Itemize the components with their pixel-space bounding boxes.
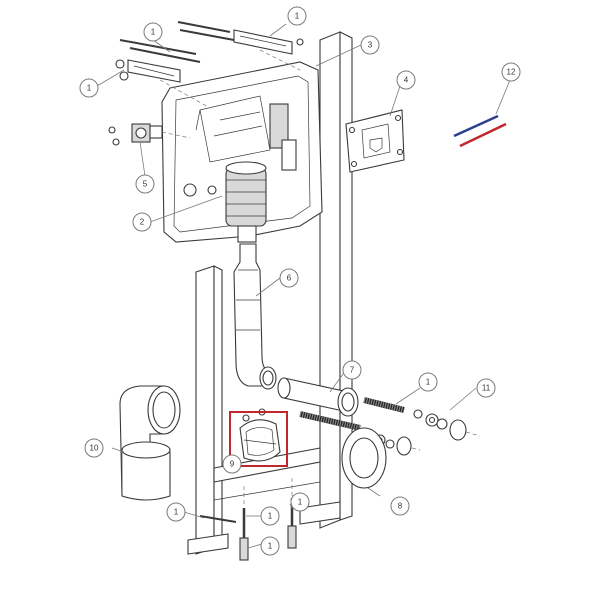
- wc-drain-elbow: [119, 385, 181, 501]
- threaded-rods: [299, 397, 405, 431]
- svg-text:1: 1: [295, 12, 300, 21]
- top-wall-brackets: [115, 21, 304, 109]
- angle-valve: [108, 123, 191, 146]
- callout-c1c: 1: [287, 6, 307, 26]
- callout-c2: 2: [132, 212, 152, 232]
- callout-c3: 3: [360, 35, 380, 55]
- svg-text:8: 8: [398, 502, 403, 511]
- flush-pipe: [233, 243, 277, 390]
- svg-text:7: 7: [350, 366, 355, 375]
- svg-text:12: 12: [507, 68, 516, 77]
- leader-lines: [96, 23, 511, 549]
- connection-pipe: [277, 377, 359, 417]
- actuator-mounting-plate: [345, 109, 405, 173]
- callout-c9: 9: [222, 454, 242, 474]
- callout-c8: 8: [390, 496, 410, 516]
- svg-text:9: 9: [230, 460, 235, 469]
- callout-c1g: 1: [290, 492, 310, 512]
- highlighted-support-bracket: [229, 408, 288, 467]
- svg-text:3: 3: [368, 41, 373, 50]
- callout-c6: 6: [279, 268, 299, 288]
- svg-text:1: 1: [174, 508, 179, 517]
- svg-text:1: 1: [426, 378, 431, 387]
- callout-c4: 4: [396, 70, 416, 90]
- callout-c1d: 1: [418, 372, 438, 392]
- svg-text:4: 4: [404, 76, 409, 85]
- callout-c1a: 1: [143, 22, 163, 42]
- svg-text:1: 1: [268, 512, 273, 521]
- callout-c12: 12: [501, 62, 521, 82]
- callout-c10: 10: [84, 438, 104, 458]
- cistern-tank: [161, 61, 323, 243]
- callout-c1h: 1: [260, 536, 280, 556]
- svg-text:1: 1: [151, 28, 156, 37]
- svg-text:11: 11: [482, 384, 491, 393]
- callout-c11: 11: [476, 378, 496, 398]
- supply-pipe-markers: [453, 114, 507, 148]
- svg-text:5: 5: [143, 180, 148, 189]
- svg-text:6: 6: [287, 274, 292, 283]
- svg-text:10: 10: [90, 444, 99, 453]
- svg-text:1: 1: [268, 542, 273, 551]
- svg-text:1: 1: [87, 84, 92, 93]
- callout-c1f: 1: [260, 506, 280, 526]
- svg-text:1: 1: [298, 498, 303, 507]
- svg-text:2: 2: [140, 218, 145, 227]
- nuts-and-caps: [363, 409, 481, 456]
- mounting-ring: [341, 427, 387, 489]
- callout-c5: 5: [135, 174, 155, 194]
- callout-c1e: 1: [166, 502, 186, 522]
- callout-c7: 7: [342, 360, 362, 380]
- callout-c1b: 1: [79, 78, 99, 98]
